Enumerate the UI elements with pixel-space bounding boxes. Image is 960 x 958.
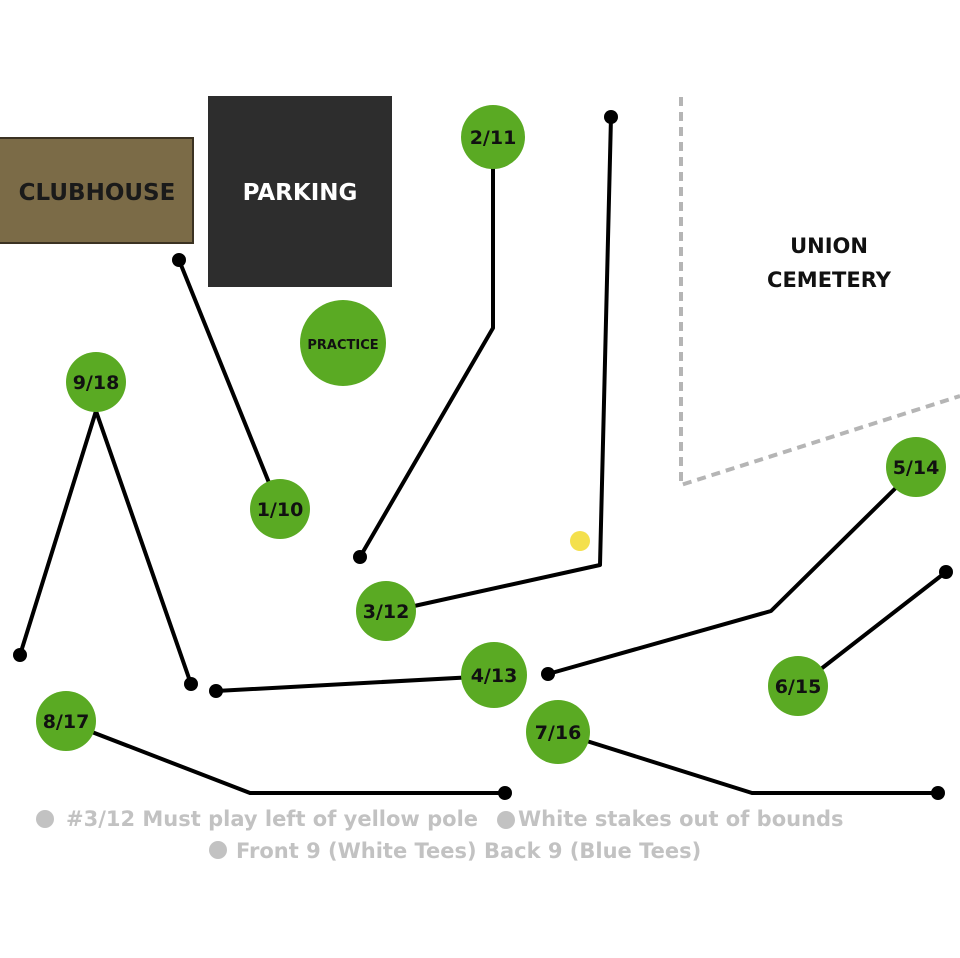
legend-bullet-icon [36, 810, 54, 828]
hole-label: 2/11 [470, 127, 517, 149]
green-hole-9: 9/18 [66, 352, 126, 412]
green-circle [526, 700, 590, 764]
practice-green: PRACTICE [300, 300, 386, 386]
tee-marker [931, 786, 945, 800]
legend-tees-note: Front 9 (White Tees) Back 9 (Blue Tees) [236, 839, 701, 863]
parking-lot: PARKING [208, 96, 392, 287]
tee-marker [184, 677, 198, 691]
cemetery-label-line2: CEMETERY [767, 268, 892, 292]
hole-label: 5/14 [893, 457, 940, 479]
tee-marker [172, 253, 186, 267]
tee-marker [939, 565, 953, 579]
clubhouse: CLUBHOUSE [0, 137, 194, 244]
route-hole-1 [177, 258, 282, 512]
parking-label: PARKING [243, 180, 358, 206]
green-hole-4: 4/13 [461, 642, 527, 708]
clubhouse-label: CLUBHOUSE [19, 180, 176, 206]
yellow-pole-marker [570, 531, 590, 551]
green-hole-5: 5/14 [886, 437, 946, 497]
hole-label: 4/13 [471, 665, 518, 687]
cemetery-label-line1: UNION [790, 234, 868, 258]
route-hole-5 [546, 466, 918, 676]
tee-marker [604, 110, 618, 124]
clubhouse-box [0, 137, 194, 244]
route-hole-8 [64, 720, 507, 795]
route-lines [18, 115, 948, 795]
hole-label: 8/17 [43, 711, 90, 733]
route-hole-3 [385, 115, 613, 614]
tee-markers [13, 110, 953, 800]
tee-marker [541, 667, 555, 681]
legend-bullet-icon [209, 841, 227, 859]
green-circle [66, 352, 126, 412]
green-circle [461, 642, 527, 708]
practice-green-circle [300, 300, 386, 386]
hole-greens: 1/10 2/11 3/12 4/13 5/14 6/15 7/16 8/17 [36, 105, 946, 764]
tee-marker [209, 684, 223, 698]
legend-bullet-icon [497, 811, 515, 829]
route-hole-4 [214, 674, 495, 693]
green-hole-3: 3/12 [356, 581, 416, 641]
green-circle [768, 656, 828, 716]
hole-label: 7/16 [535, 722, 582, 744]
route-hole-7 [556, 730, 940, 795]
green-hole-6: 6/15 [768, 656, 828, 716]
legend-yellow-pole-note: #3/12 Must play left of yellow pole [66, 807, 478, 831]
green-circle [886, 437, 946, 497]
green-hole-2: 2/11 [461, 105, 525, 169]
route-hole-9 [18, 409, 193, 686]
cemetery-area: UNION CEMETERY [679, 97, 960, 488]
hole-label: 1/10 [257, 499, 304, 521]
hole-label: 3/12 [363, 601, 410, 623]
practice-label: PRACTICE [307, 338, 378, 353]
tee-marker [353, 550, 367, 564]
green-hole-7: 7/16 [526, 700, 590, 764]
hole-label: 9/18 [73, 372, 120, 394]
tee-marker [13, 648, 27, 662]
tee-marker [498, 786, 512, 800]
green-circle [356, 581, 416, 641]
hole-label: 6/15 [775, 676, 822, 698]
parking-box [208, 96, 392, 287]
route-hole-2 [358, 136, 495, 559]
green-circle [250, 479, 310, 539]
legend-white-stakes-note: White stakes out of bounds [518, 807, 844, 831]
green-hole-8: 8/17 [36, 691, 96, 751]
green-circle [36, 691, 96, 751]
green-circle [461, 105, 525, 169]
route-hole-6 [797, 570, 948, 688]
green-hole-1: 1/10 [250, 479, 310, 539]
legend: #3/12 Must play left of yellow pole Whit… [36, 807, 844, 863]
